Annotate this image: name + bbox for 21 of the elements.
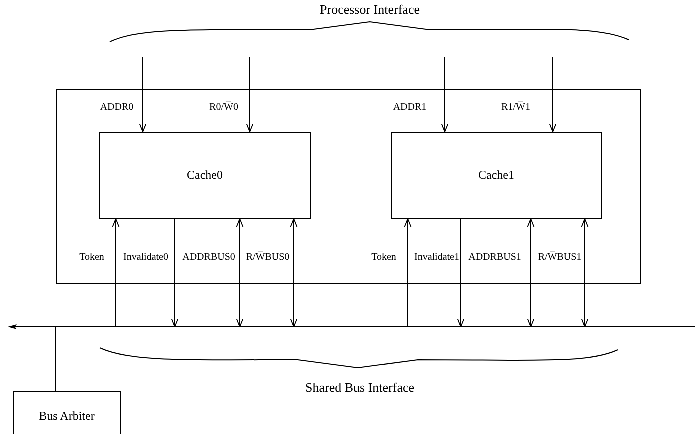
arrow — [112, 218, 120, 328]
arrow — [404, 218, 412, 328]
arrow — [236, 218, 244, 328]
interface-label: Shared Bus Interface — [306, 380, 414, 396]
arrow — [457, 218, 465, 328]
arrow — [441, 56, 449, 132]
interface-label: Processor Interface — [320, 2, 420, 18]
node-label: Cache0 — [187, 168, 223, 183]
arrow — [290, 218, 298, 328]
arrow — [171, 218, 179, 328]
cache-box — [391, 132, 602, 219]
arrow — [246, 56, 254, 132]
arbiter-box — [13, 391, 121, 434]
system-box — [56, 89, 641, 284]
node-label: Cache1 — [478, 168, 514, 183]
arrow — [549, 56, 557, 132]
arrow — [527, 218, 535, 328]
node-label: Bus Arbiter — [39, 409, 95, 424]
arrow — [139, 56, 147, 132]
cache-box — [99, 132, 311, 219]
arrow — [581, 218, 589, 328]
